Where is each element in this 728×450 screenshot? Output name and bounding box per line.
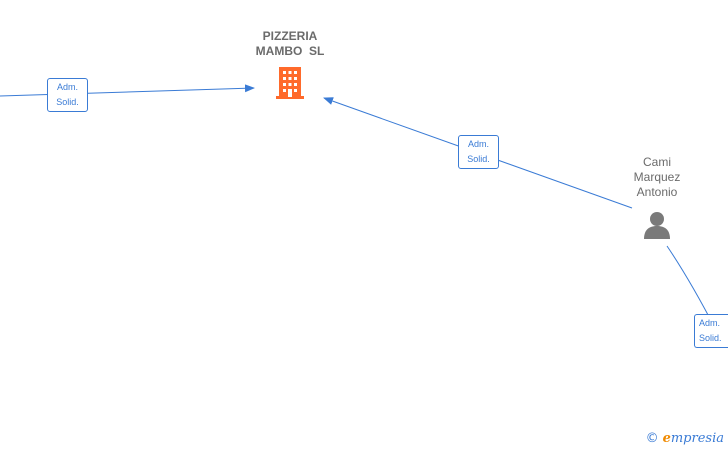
company-name-line1: PIZZERIA xyxy=(262,29,318,43)
edge-label-person-offscreen: Adm. Solid. xyxy=(694,314,728,348)
brand-rest: mpresia xyxy=(670,431,724,446)
brand-first-letter: e xyxy=(662,431,671,446)
person-name-line1: Cami xyxy=(642,155,671,169)
edge-label-person-company: Adm. Solid. xyxy=(458,135,499,169)
person-name-label[interactable]: Cami Marquez Antonio xyxy=(612,155,702,200)
edge-label-right-line2: Solid. xyxy=(699,333,722,343)
empresia-watermark: ©empresia xyxy=(646,431,724,446)
edge-left-to-company xyxy=(0,84,255,97)
edge-label-right-line1: Adm. xyxy=(699,318,721,328)
person-name-line3: Antonio xyxy=(636,185,678,199)
company-name-label[interactable]: PIZZERIA MAMBO SL xyxy=(230,29,350,59)
edge-label-left: Adm. Solid. xyxy=(47,78,88,112)
edge-label-middle-line1: Adm. xyxy=(467,139,489,149)
edge-label-left-line1: Adm. xyxy=(56,82,78,92)
building-icon[interactable] xyxy=(276,67,304,99)
edge-label-left-line2: Solid. xyxy=(56,97,79,107)
person-icon[interactable] xyxy=(644,212,670,239)
copyright-icon: © xyxy=(645,431,659,446)
person-name-line2: Marquez xyxy=(633,170,681,184)
company-name-line2: MAMBO SL xyxy=(255,44,325,58)
edge-label-middle-line2: Solid. xyxy=(467,154,490,164)
